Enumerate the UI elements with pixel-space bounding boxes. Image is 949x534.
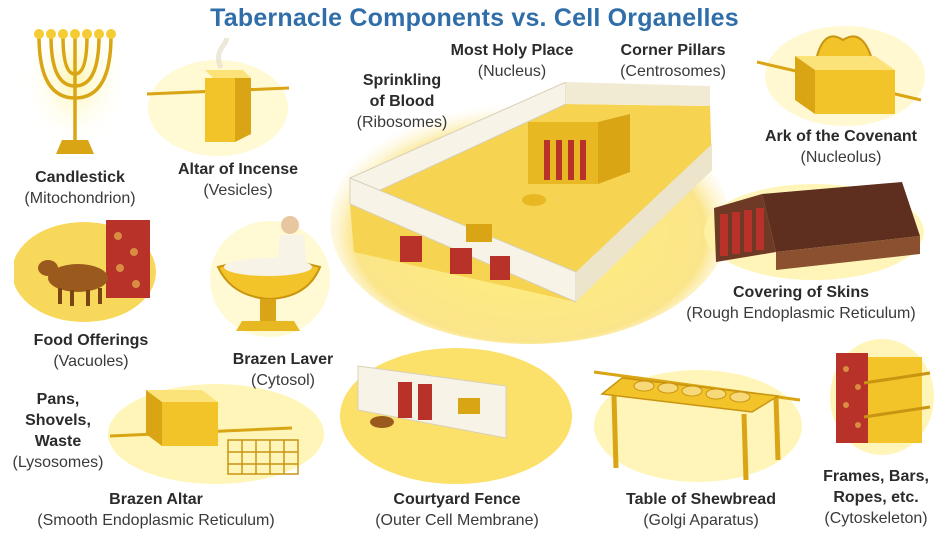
- label-most-holy-place: Most Holy Place (Nucleus): [432, 40, 592, 82]
- organelle-name: (Outer Cell Membrane): [375, 512, 539, 529]
- component-name-line2: Shovels,: [25, 412, 91, 429]
- organelle-name: (Lysosomes): [12, 454, 104, 471]
- component-name: Altar of Incense: [177, 161, 299, 178]
- component-name-line1: Pans,: [36, 391, 80, 408]
- brazen-altar-illustration: [106, 378, 326, 486]
- organelle-name: (Mitochondrion): [24, 190, 136, 207]
- organelle-name: (Vacuoles): [53, 353, 129, 370]
- label-pans-shovels-waste: Pans, Shovels, Waste (Lysosomes): [2, 389, 114, 473]
- organelle-name: (Nucleus): [477, 63, 547, 80]
- label-food-offerings: Food Offerings (Vacuoles): [10, 330, 172, 372]
- component-name: Courtyard Fence: [393, 491, 521, 508]
- candlestick-illustration: [20, 20, 130, 160]
- organelle-name: (Golgi Aparatus): [643, 512, 759, 529]
- altar-of-incense-illustration: [143, 38, 293, 158]
- brazen-laver-illustration: [208, 205, 333, 340]
- component-name: Corner Pillars: [620, 42, 726, 59]
- organelle-name: (Centrosomes): [620, 63, 726, 80]
- component-name: Brazen Laver: [232, 351, 334, 368]
- label-table-of-shewbread: Table of Shewbread (Golgi Aparatus): [606, 489, 796, 531]
- food-offerings-illustration: [14, 212, 164, 322]
- component-name-line2: Ropes, etc.: [833, 489, 919, 506]
- ark-of-the-covenant-illustration: [755, 14, 925, 129]
- label-brazen-laver: Brazen Laver (Cytosol): [212, 349, 354, 391]
- component-name-line3: Waste: [34, 433, 82, 450]
- component-name: Brazen Altar: [109, 491, 203, 508]
- label-brazen-altar: Brazen Altar (Smooth Endoplasmic Reticul…: [10, 489, 302, 531]
- label-frames-bars-ropes: Frames, Bars, Ropes, etc. (Cytoskeleton): [806, 466, 946, 529]
- organelle-name: (Smooth Endoplasmic Reticulum): [37, 512, 275, 529]
- organelle-name: (Cytoskeleton): [824, 510, 928, 527]
- label-covering-of-skins: Covering of Skins (Rough Endoplasmic Ret…: [664, 282, 938, 324]
- tabernacle-courtyard-illustration: [330, 82, 730, 344]
- label-courtyard-fence: Courtyard Fence (Outer Cell Membrane): [350, 489, 564, 531]
- component-name-line1: Frames, Bars,: [823, 468, 929, 485]
- component-name: Ark of the Covenant: [764, 128, 917, 145]
- organelle-name: (Ribosomes): [356, 114, 448, 131]
- courtyard-fence-illustration: [338, 346, 574, 486]
- organelle-name: (Rough Endoplasmic Reticulum): [686, 305, 916, 322]
- label-candlestick: Candlestick (Mitochondrion): [4, 167, 156, 209]
- component-name-line1: Sprinkling: [362, 72, 442, 89]
- diagram-title: Tabernacle Components vs. Cell Organelle…: [210, 4, 739, 32]
- organelle-name: (Vesicles): [203, 182, 273, 199]
- component-name: Food Offerings: [33, 332, 149, 349]
- table-of-shewbread-illustration: [592, 356, 804, 486]
- label-sprinkling-of-blood: Sprinkling of Blood (Ribosomes): [332, 70, 472, 133]
- label-altar-of-incense: Altar of Incense (Vesicles): [158, 159, 318, 201]
- organelle-name: (Nucleolus): [800, 149, 882, 166]
- component-name-line2: of Blood: [369, 93, 435, 110]
- covering-of-skins-illustration: [702, 170, 927, 282]
- component-name: Table of Shewbread: [626, 491, 776, 508]
- component-name: Most Holy Place: [450, 42, 574, 59]
- label-corner-pillars: Corner Pillars (Centrosomes): [598, 40, 748, 82]
- organelle-name: (Cytosol): [250, 372, 315, 389]
- component-name: Covering of Skins: [732, 284, 870, 301]
- frames-bars-ropes-illustration: [828, 335, 938, 457]
- component-name: Candlestick: [35, 169, 125, 186]
- label-ark-of-the-covenant: Ark of the Covenant (Nucleolus): [742, 126, 940, 168]
